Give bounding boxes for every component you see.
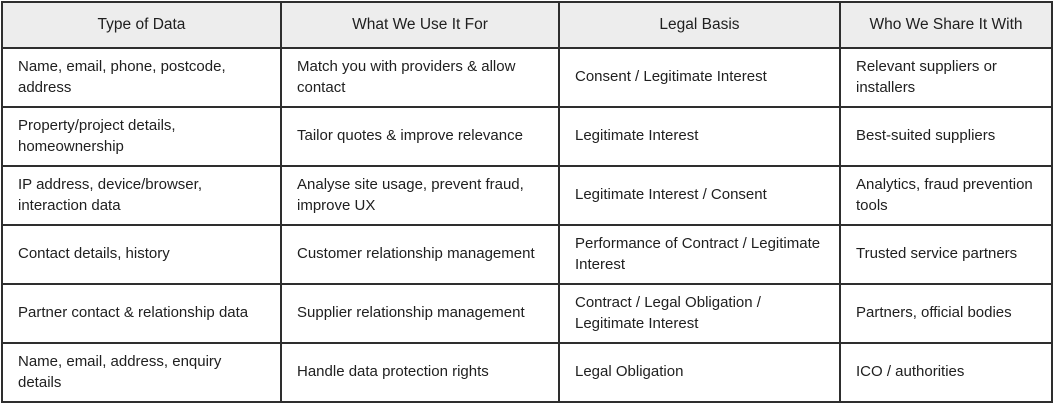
cell-type-of-data: Name, email, address, enquiry details bbox=[1, 342, 282, 403]
table-row: Name, email, phone, postcode, address Ma… bbox=[1, 47, 1053, 108]
data-usage-table: Type of Data What We Use It For Legal Ba… bbox=[1, 1, 1053, 403]
cell-type-of-data: IP address, device/browser, interaction … bbox=[1, 165, 282, 226]
table-row: Contact details, history Customer relati… bbox=[1, 224, 1053, 285]
cell-legal-basis: Legitimate Interest bbox=[558, 106, 841, 167]
cell-use: Analyse site usage, prevent fraud, impro… bbox=[280, 165, 560, 226]
cell-type-of-data: Contact details, history bbox=[1, 224, 282, 285]
header-cell-legal-basis: Legal Basis bbox=[558, 1, 841, 49]
header-row: Type of Data What We Use It For Legal Ba… bbox=[1, 1, 1053, 49]
cell-legal-basis: Contract / Legal Obligation / Legitimate… bbox=[558, 283, 841, 344]
header-cell-type-of-data: Type of Data bbox=[1, 1, 282, 49]
cell-type-of-data: Name, email, phone, postcode, address bbox=[1, 47, 282, 108]
cell-shared-with: ICO / authorities bbox=[839, 342, 1053, 403]
cell-type-of-data: Property/project details, homeownership bbox=[1, 106, 282, 167]
table-row: Partner contact & relationship data Supp… bbox=[1, 283, 1053, 344]
header-cell-who-we-share-it-with: Who We Share It With bbox=[839, 1, 1053, 49]
cell-use: Supplier relationship management bbox=[280, 283, 560, 344]
cell-legal-basis: Performance of Contract / Legitimate Int… bbox=[558, 224, 841, 285]
cell-legal-basis: Legitimate Interest / Consent bbox=[558, 165, 841, 226]
cell-type-of-data: Partner contact & relationship data bbox=[1, 283, 282, 344]
table-row: Name, email, address, enquiry details Ha… bbox=[1, 342, 1053, 403]
cell-use: Tailor quotes & improve relevance bbox=[280, 106, 560, 167]
cell-shared-with: Best-suited suppliers bbox=[839, 106, 1053, 167]
cell-shared-with: Partners, official bodies bbox=[839, 283, 1053, 344]
cell-shared-with: Relevant suppliers or installers bbox=[839, 47, 1053, 108]
cell-shared-with: Trusted service partners bbox=[839, 224, 1053, 285]
cell-shared-with: Analytics, fraud prevention tools bbox=[839, 165, 1053, 226]
header-cell-what-we-use-it-for: What We Use It For bbox=[280, 1, 560, 49]
table-row: Property/project details, homeownership … bbox=[1, 106, 1053, 167]
cell-legal-basis: Consent / Legitimate Interest bbox=[558, 47, 841, 108]
cell-use: Handle data protection rights bbox=[280, 342, 560, 403]
cell-use: Customer relationship management bbox=[280, 224, 560, 285]
cell-use: Match you with providers & allow contact bbox=[280, 47, 560, 108]
table-row: IP address, device/browser, interaction … bbox=[1, 165, 1053, 226]
cell-legal-basis: Legal Obligation bbox=[558, 342, 841, 403]
